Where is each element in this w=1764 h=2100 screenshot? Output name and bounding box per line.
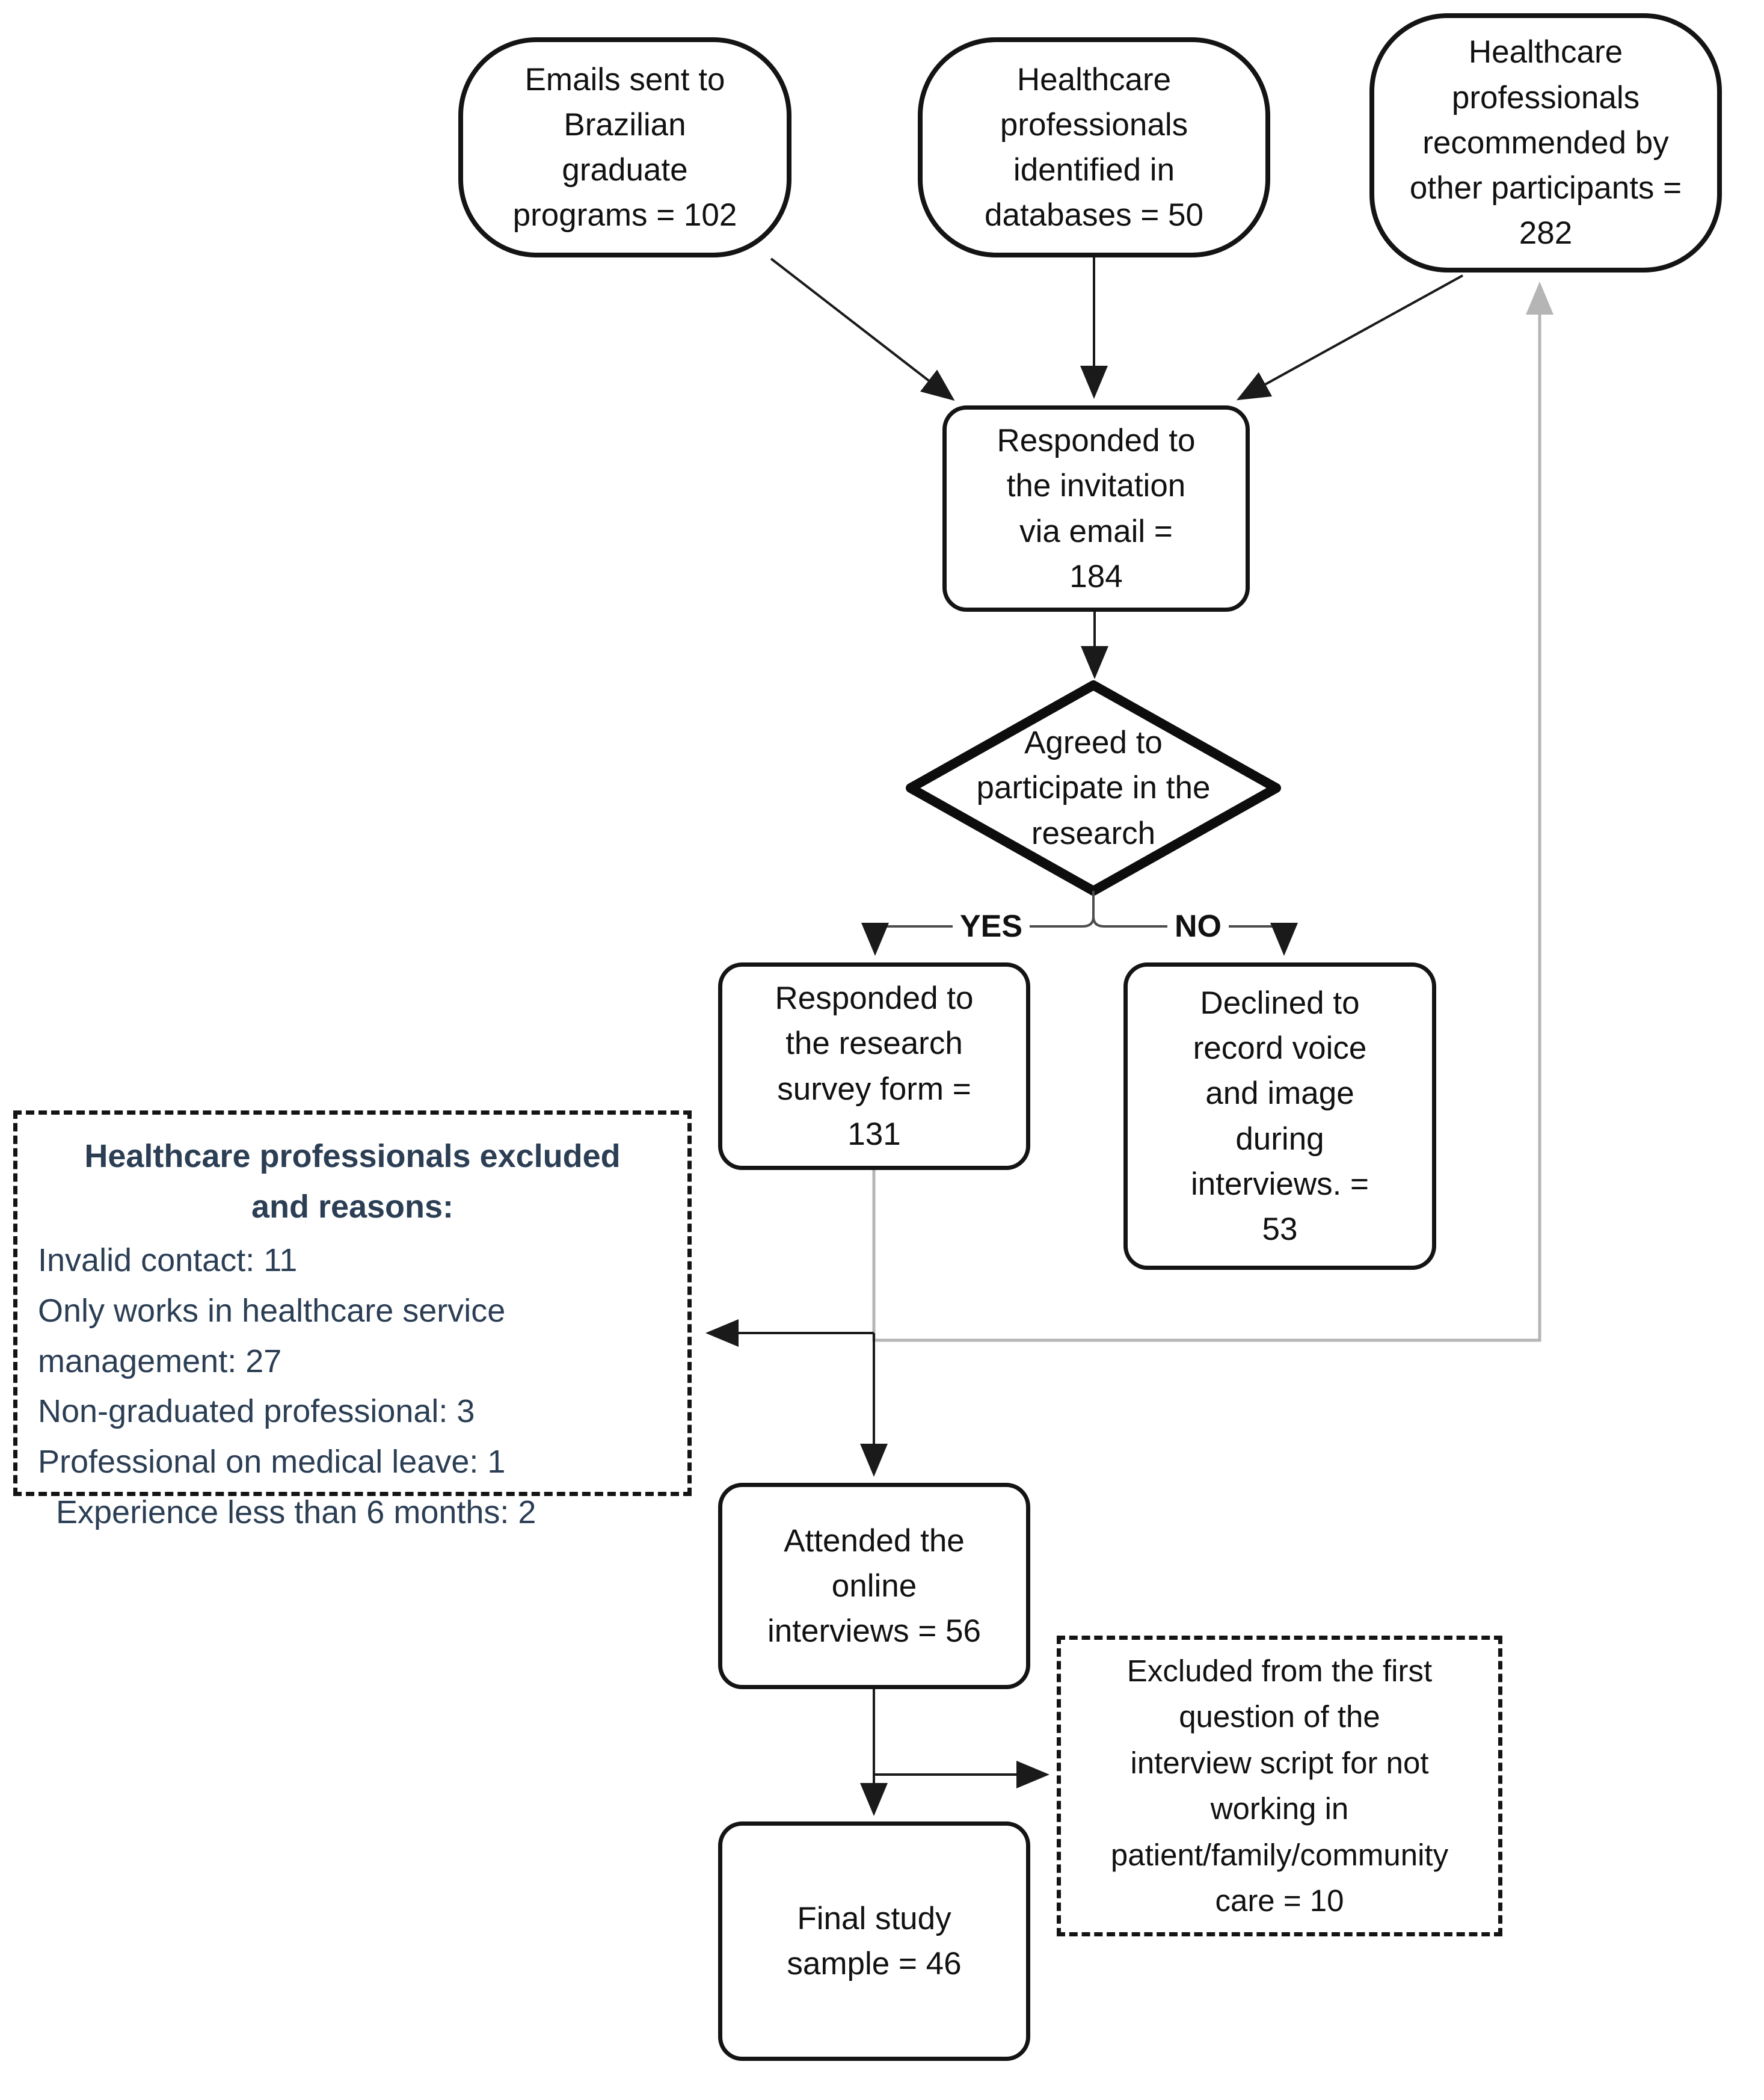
node-attended-interviews-label: Attended the online interviews = 56: [767, 1523, 981, 1649]
excluded-reason-item: Professional on medical leave: 1: [38, 1444, 506, 1480]
branch-label-yes: YES: [952, 908, 1030, 944]
edge-no-branch: [1092, 916, 1298, 956]
excluded-reason-item: Invalid contact: 11: [38, 1242, 298, 1279]
node-responded-invitation: Responded to the invitation via email = …: [942, 405, 1250, 612]
excluded-reason-item: Only works in healthcare service managem…: [38, 1293, 506, 1379]
decision-diamond-label: Agreed to participate in the research: [976, 725, 1211, 851]
node-emails-sent-label: Emails sent to Brazilian graduate progra…: [512, 61, 737, 233]
node-excluded-first-question-label: Excluded from the first question of the …: [1110, 1653, 1449, 1918]
node-declined-recording: Declined to record voice and image durin…: [1123, 962, 1436, 1270]
excluded-reasons-title: Healthcare professionals excluded and re…: [84, 1138, 621, 1225]
node-identified-databases-label: Healthcare professionals identified in d…: [985, 61, 1203, 233]
node-attended-interviews: Attended the online interviews = 56: [718, 1483, 1030, 1689]
node-responded-survey: Responded to the research survey form = …: [718, 962, 1030, 1170]
excluded-reasons-content: Healthcare professionals excluded and re…: [17, 1115, 687, 1548]
edge-recommended-to-invitation: [1236, 274, 1463, 401]
excluded-reason-item: Experience less than 6 months: 2: [56, 1494, 536, 1530]
node-recommended-participants: Healthcare professionals recommended by …: [1369, 13, 1722, 273]
node-final-sample-label: Final study sample = 46: [787, 1900, 962, 1981]
edge-feedback-recommended: [872, 282, 1553, 1342]
excluded-reason-item: Non-graduated professional: 3: [38, 1393, 475, 1430]
node-responded-invitation-label: Responded to the invitation via email = …: [997, 423, 1196, 594]
branch-label-no: NO: [1167, 908, 1229, 944]
node-emails-sent: Emails sent to Brazilian graduate progra…: [458, 37, 791, 257]
node-identified-databases: Healthcare professionals identified in d…: [918, 37, 1270, 257]
node-declined-recording-label: Declined to record voice and image durin…: [1190, 985, 1369, 1247]
node-recommended-participants-label: Healthcare professionals recommended by …: [1409, 34, 1682, 251]
node-final-sample: Final study sample = 46: [718, 1821, 1030, 2061]
node-excluded-first-question: Excluded from the first question of the …: [1057, 1636, 1502, 1936]
node-excluded-reasons: Healthcare professionals excluded and re…: [13, 1110, 692, 1530]
edge-emails-to-invitation: [770, 257, 955, 401]
node-responded-survey-label: Responded to the research survey form = …: [775, 981, 974, 1152]
